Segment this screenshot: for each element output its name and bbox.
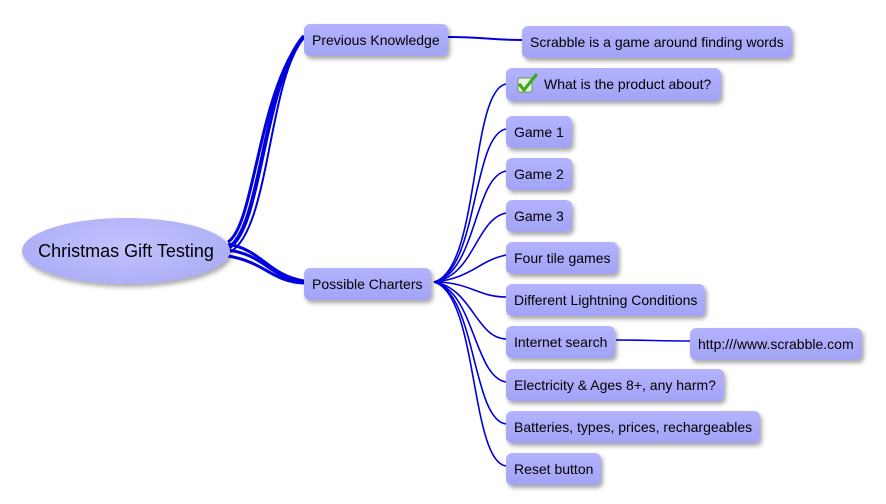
node-label: Scrabble is a game around finding words <box>530 34 784 50</box>
root-node[interactable]: Christmas Gift Testing <box>22 218 230 284</box>
node-game-1[interactable]: Game 1 <box>506 116 572 148</box>
node-game-3[interactable]: Game 3 <box>506 200 572 232</box>
connector-charter-1 <box>433 83 507 283</box>
node-label: Game 2 <box>514 166 564 182</box>
node-product-about[interactable]: What is the product about? <box>506 68 722 101</box>
connector-charter-7 <box>433 281 507 340</box>
node-scrabble-description[interactable]: Scrabble is a game around finding words <box>522 26 792 58</box>
node-label: What is the product about? <box>544 76 712 92</box>
node-electricity-ages[interactable]: Electricity & Ages 8+, any harm? <box>506 369 724 401</box>
root-label: Christmas Gift Testing <box>38 240 214 261</box>
node-label: Internet search <box>514 334 608 350</box>
node-batteries[interactable]: Batteries, types, prices, rechargeables <box>506 411 761 443</box>
node-four-tile-games[interactable]: Four tile games <box>506 242 619 274</box>
node-label: Reset button <box>514 461 594 477</box>
connector-charter-9 <box>433 281 507 425</box>
node-game-2[interactable]: Game 2 <box>506 158 572 190</box>
node-internet-search[interactable]: Internet search <box>506 326 616 358</box>
connector-charter-4 <box>433 212 507 283</box>
connector-previous-child <box>447 36 523 41</box>
node-label: http:///www.scrabble.com <box>698 336 854 352</box>
node-label: Electricity & Ages 8+, any harm? <box>514 377 716 393</box>
connector-root-charters <box>227 242 305 283</box>
node-label: Previous Knowledge <box>312 32 440 48</box>
connector-charter-2 <box>433 128 507 283</box>
node-lightning-conditions[interactable]: Different Lightning Conditions <box>506 284 706 316</box>
node-label: Game 1 <box>514 124 564 140</box>
connector-charter-10 <box>433 281 507 467</box>
checkmark-icon <box>517 73 538 93</box>
connector-charter-8 <box>433 281 507 383</box>
node-reset-button[interactable]: Reset button <box>506 453 602 485</box>
node-scrabble-url[interactable]: http:///www.scrabble.com <box>690 328 862 360</box>
node-label: Game 3 <box>514 208 564 224</box>
connector-charter-5 <box>433 254 507 283</box>
connector-internet-url <box>615 339 691 342</box>
connector-charter-6 <box>433 281 507 298</box>
connector-charter-3 <box>433 170 507 283</box>
node-previous-knowledge[interactable]: Previous Knowledge <box>304 24 448 56</box>
connector-root-previous <box>226 34 306 250</box>
node-possible-charters[interactable]: Possible Charters <box>304 268 431 300</box>
node-label: Four tile games <box>514 250 611 266</box>
node-label: Batteries, types, prices, rechargeables <box>514 419 753 435</box>
node-label: Possible Charters <box>312 276 423 292</box>
node-label: Different Lightning Conditions <box>514 292 698 308</box>
